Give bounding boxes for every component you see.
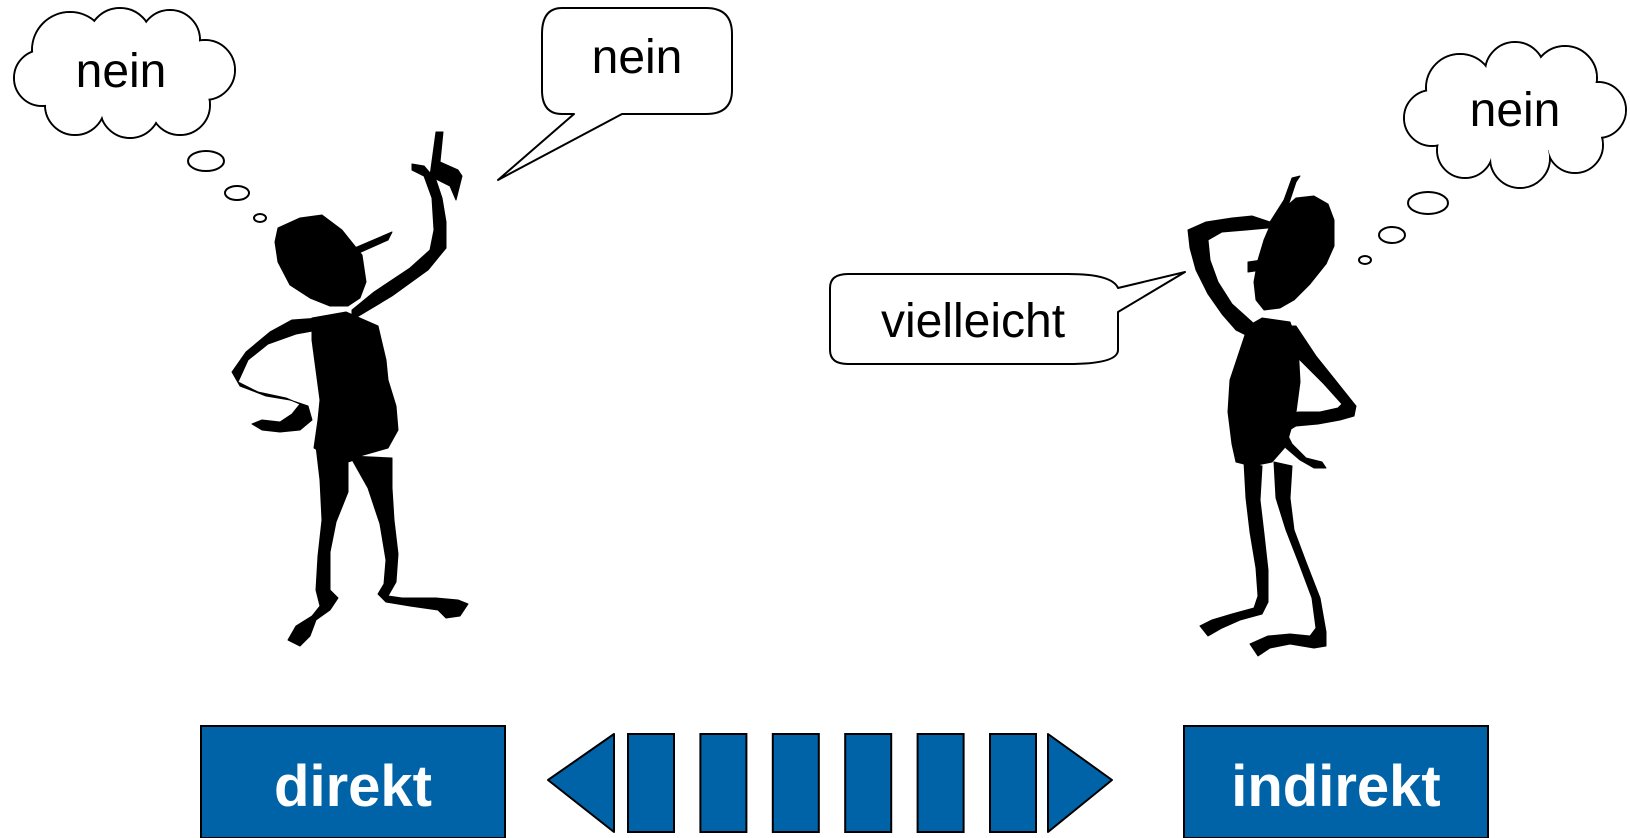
scale-segment [627,733,675,833]
scale-segments [627,733,1037,833]
scale-segment [844,733,893,833]
left-speech-text: nein [591,31,683,84]
scale-segment [916,733,965,833]
indirekt-label: indirekt [1231,754,1441,819]
right-thought-cloud [1358,41,1627,265]
left-thought-text: nein [75,45,167,98]
direkt-label: direkt [274,754,432,819]
right-speech-text: vielleicht [880,295,1066,348]
scale [200,725,1489,838]
scale-segment [699,733,748,833]
scale-segment [989,733,1037,833]
right-arrow [1047,733,1113,833]
scale-segment [771,733,820,833]
left-thought-cloud [13,7,267,223]
direkt-box [200,725,506,838]
left-speech-bubble [497,7,733,181]
left-arrow [547,733,615,833]
right-figure [1187,175,1357,657]
right-speech-bubble [829,271,1186,365]
right-thought-text: nein [1469,84,1561,137]
indirekt-box [1183,725,1489,838]
left-figure [231,131,469,647]
